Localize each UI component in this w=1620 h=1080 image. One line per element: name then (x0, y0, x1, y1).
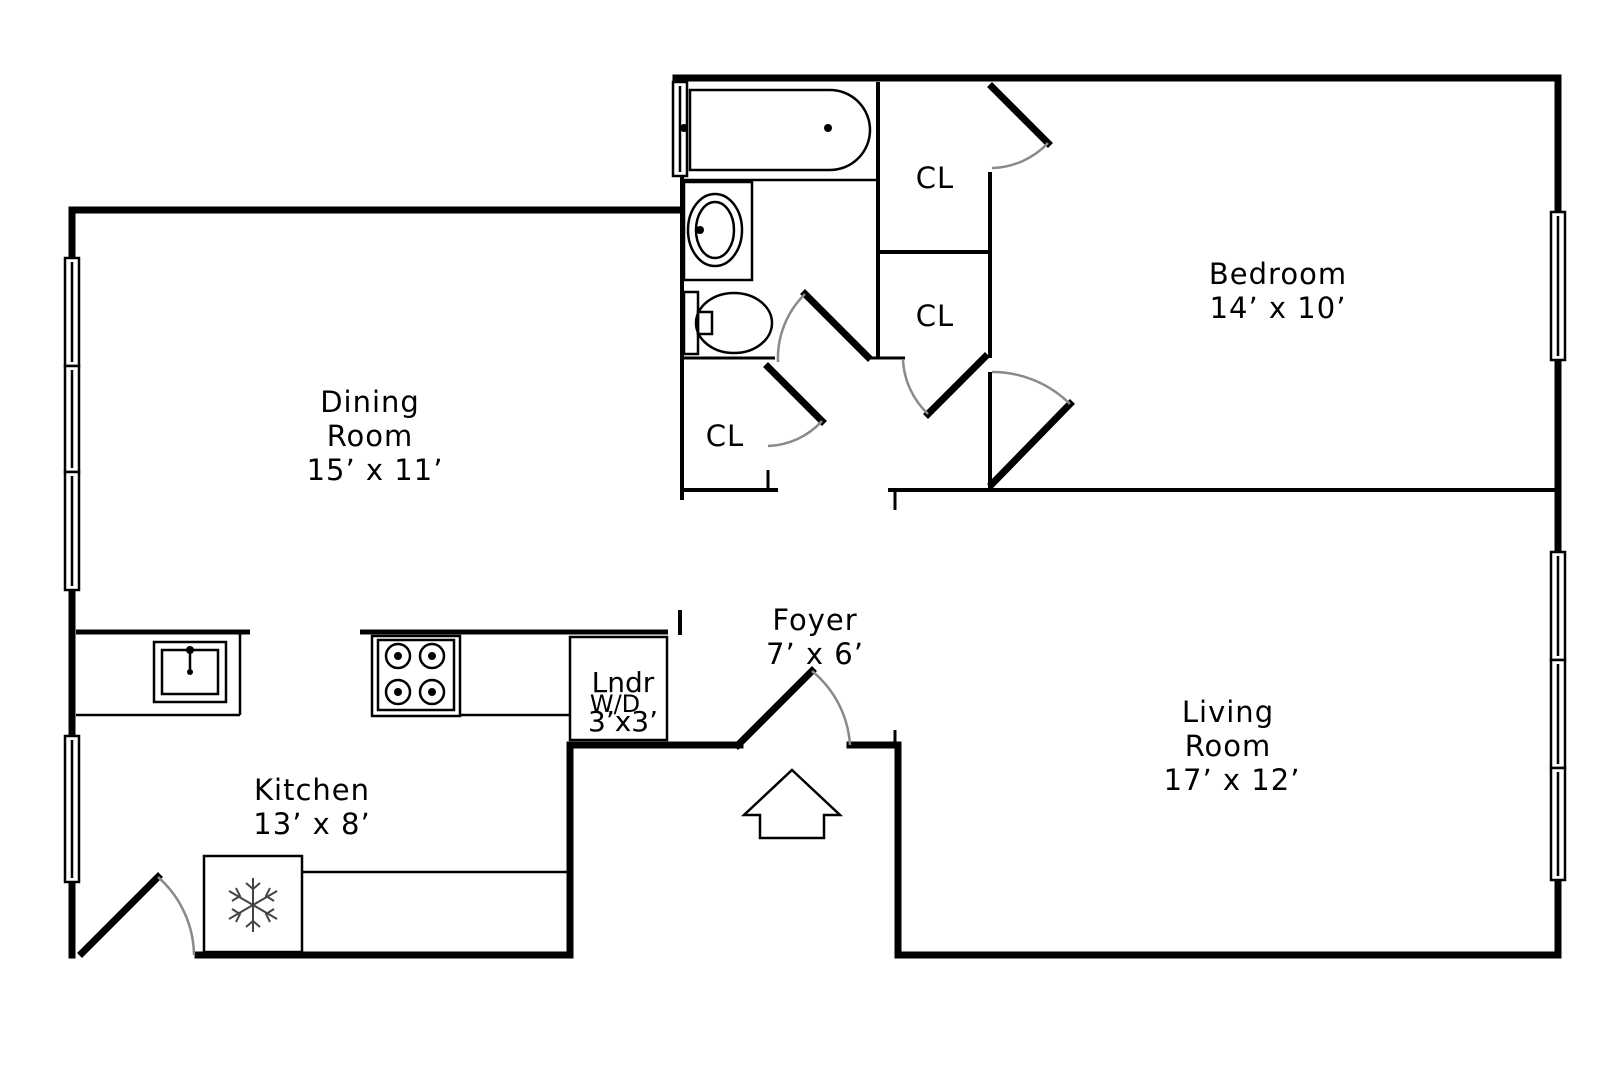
living-room-label: Living (1182, 695, 1274, 729)
doors (77, 82, 1075, 958)
windows (63, 80, 1567, 884)
kitchen-label: Kitchen (254, 773, 370, 807)
living-room-size: 17’ x 12’ (1164, 763, 1301, 797)
stove-burners-icon (370, 634, 462, 718)
bedroom-label: Bedroom (1209, 257, 1347, 291)
dining-room-label: Dining (320, 385, 420, 419)
bedroom-size: 14’ x 10’ (1210, 291, 1347, 325)
sink-icon (152, 640, 228, 704)
snowflake-icon (202, 854, 304, 954)
laundry-label: Lndr (592, 666, 655, 699)
laundry-size: 3’x3’ (588, 705, 658, 738)
dining-room-label-line2: Room (327, 419, 414, 453)
closet-label: CL (916, 299, 954, 333)
toilet-icon (682, 290, 774, 356)
kitchen-size: 13’ x 8’ (253, 807, 370, 841)
foyer-label: Foyer (772, 603, 857, 637)
laundry-wd-label: W/D (590, 690, 640, 718)
dining-room-size: 15’ x 11’ (307, 453, 444, 487)
entry-arrow-icon (740, 768, 844, 840)
sink-icon (682, 180, 754, 282)
foyer-size: 7’ x 6’ (766, 637, 864, 671)
closet-label: CL (706, 419, 744, 453)
living-room-label-line2: Room (1185, 729, 1272, 763)
closet-label: CL (916, 161, 954, 195)
room-labels: Dining Room 15’ x 11’ Bedroom 14’ x 10’ … (253, 161, 1347, 841)
bathtub-icon (680, 88, 872, 172)
